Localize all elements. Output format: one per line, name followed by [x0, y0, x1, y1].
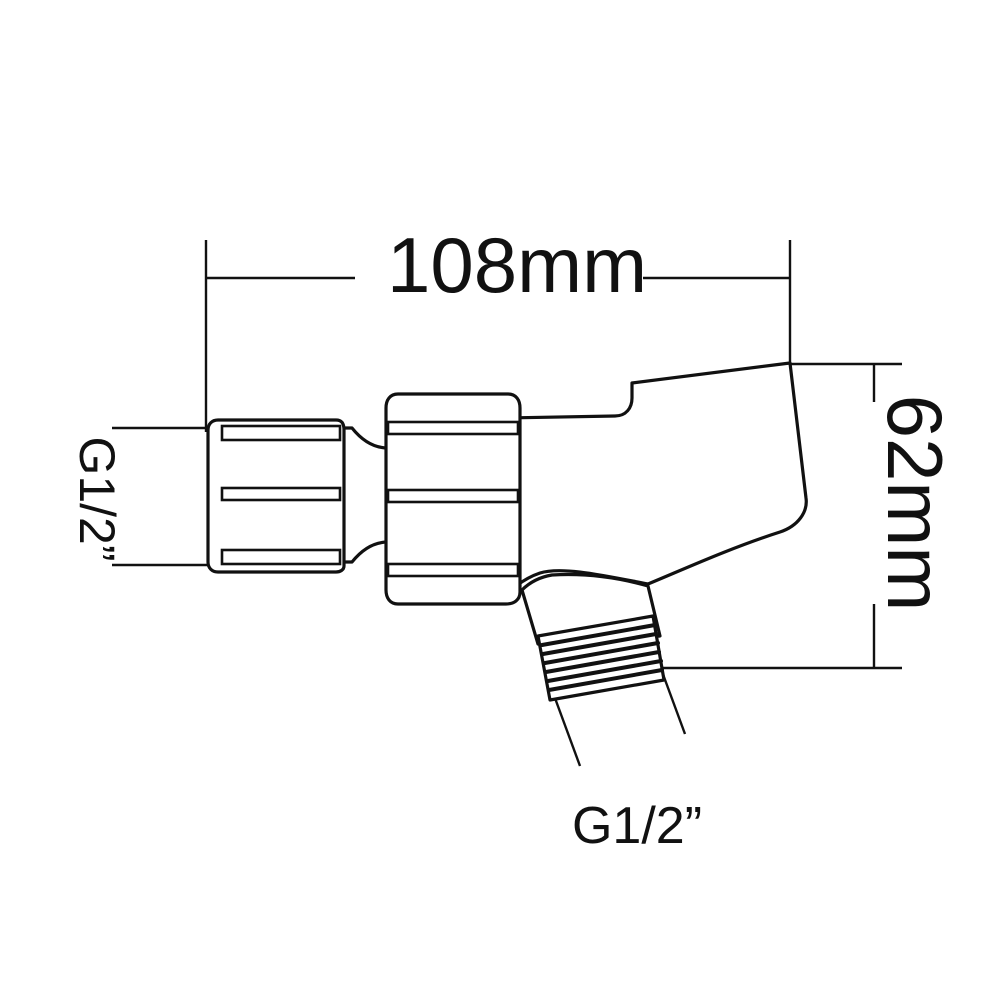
- height-label: 62mm: [871, 395, 959, 612]
- length-dimension: 108mm: [204, 221, 792, 432]
- valve-body: [206, 361, 808, 702]
- inlet-nut-band-top: [220, 424, 342, 442]
- height-label-gap: [846, 402, 902, 604]
- inlet-nut-band-middle: [220, 486, 342, 502]
- inlet-thread-dimension: G1/2”: [69, 426, 210, 567]
- large-nut-band-bottom: [386, 562, 520, 578]
- outlet-thread-label: G1/2”: [572, 797, 702, 855]
- inlet-nut-band-bottom: [220, 548, 342, 566]
- outlet-thread-dimension: G1/2”: [550, 657, 702, 855]
- length-label: 108mm: [387, 221, 647, 309]
- height-dimension: 62mm: [662, 362, 959, 670]
- valve-main-body: [503, 361, 808, 588]
- inlet-thread-label: G1/2”: [69, 436, 125, 561]
- large-nut-band-middle: [386, 488, 520, 504]
- nut-connector: [338, 426, 390, 564]
- outlet-thread-lines: [540, 623, 664, 692]
- outlet-left-leader: [550, 689, 582, 767]
- large-nut-band-top: [386, 420, 520, 436]
